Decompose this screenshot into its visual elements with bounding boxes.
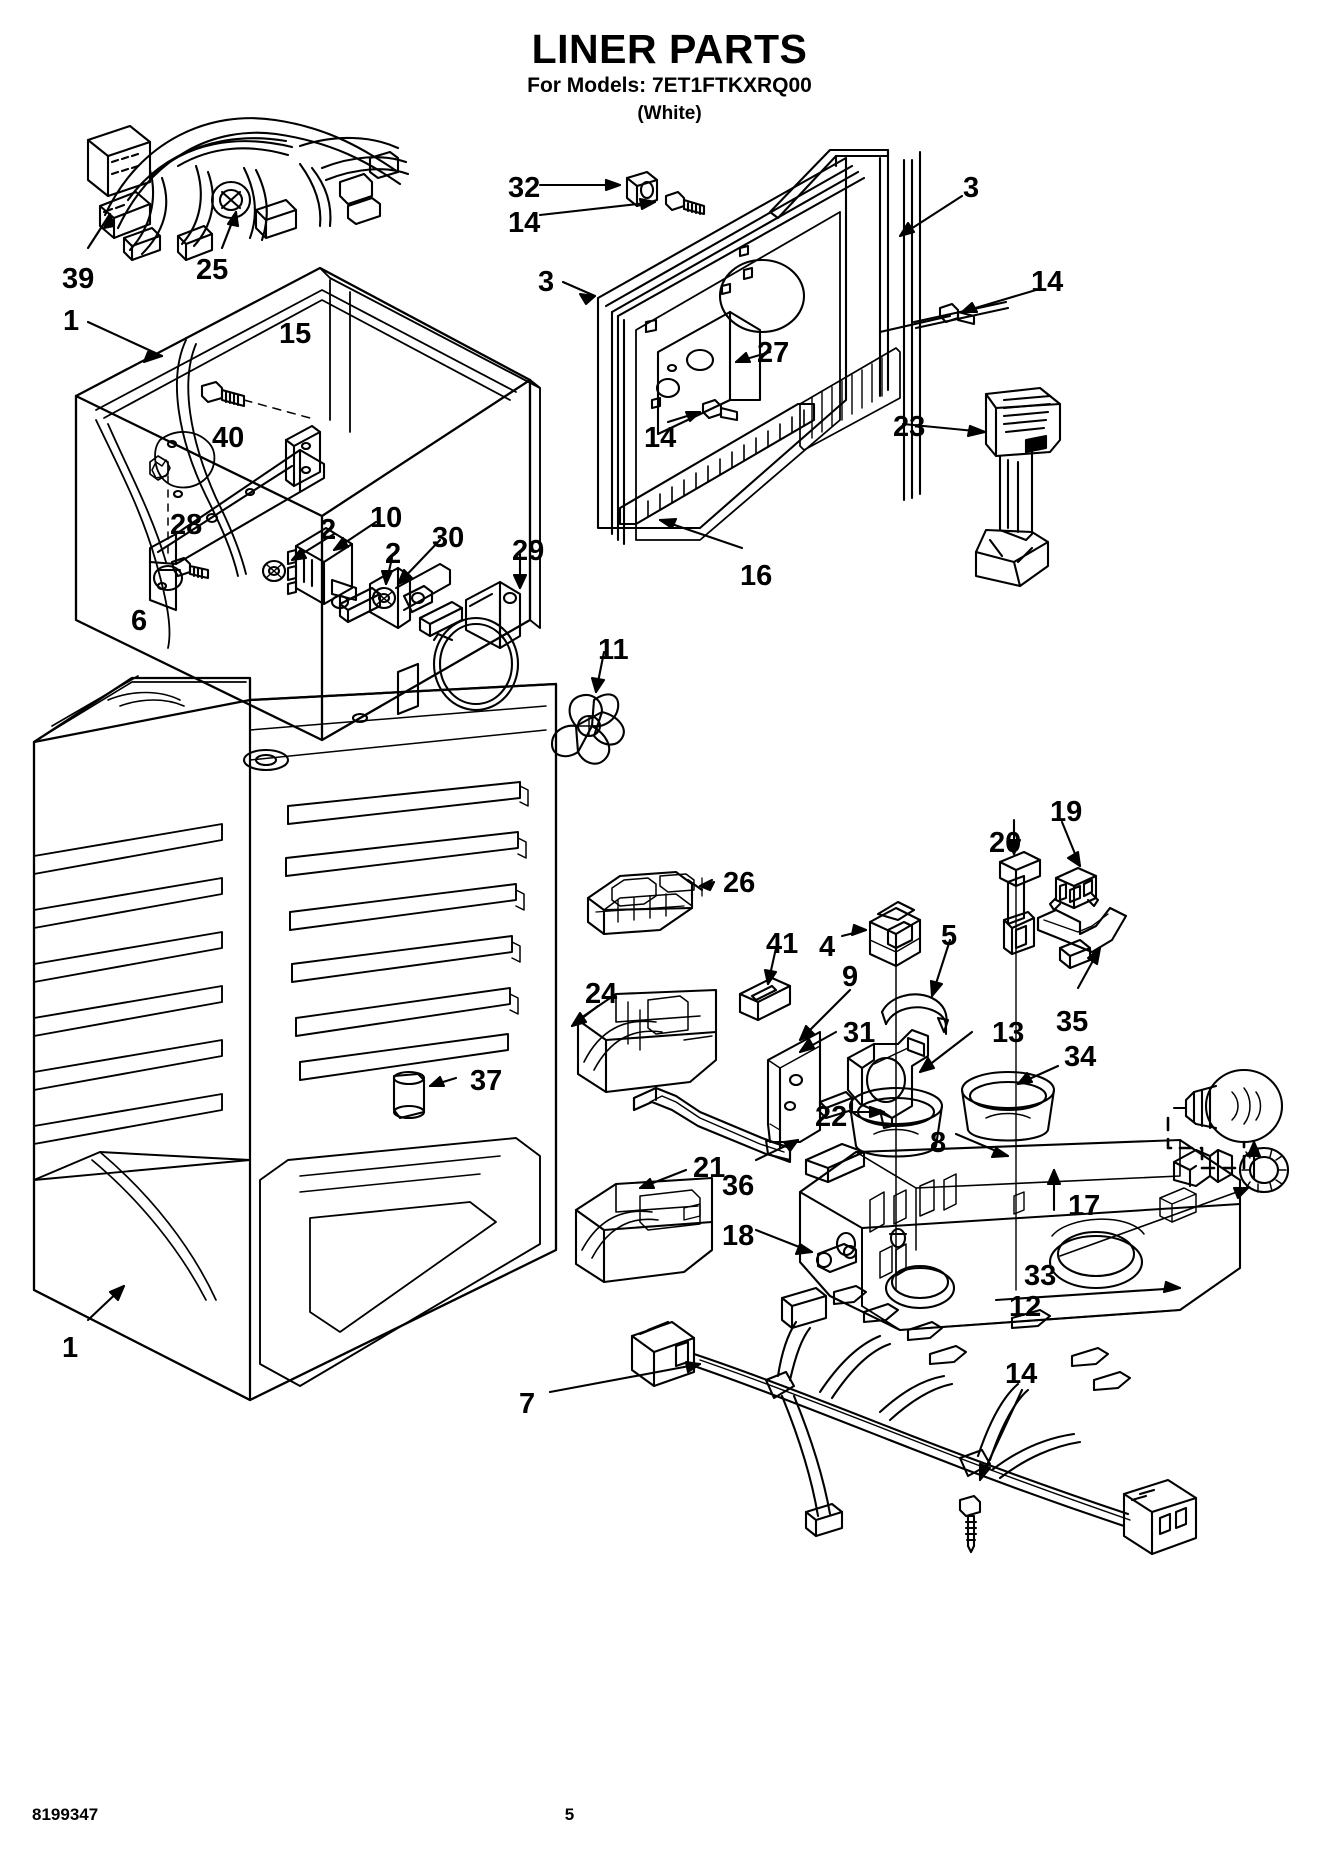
air-diffuser-23: [901, 386, 1062, 588]
spacer-and-screw-32-14: [538, 170, 706, 217]
page-title: LINER PARTS: [531, 26, 808, 72]
retainer-clip-5: [880, 938, 952, 1036]
air-duct-24: [570, 988, 718, 1094]
terminal-block-19: [1048, 820, 1100, 912]
callout-35: 35: [1056, 1006, 1089, 1038]
clip-41: [738, 946, 792, 1022]
callout-39: 39: [62, 263, 95, 295]
callout-21: 21: [693, 1152, 726, 1184]
control-and-fan-assembly: [261, 520, 625, 765]
pivot-shaft-20: [998, 818, 1042, 1291]
callout-30: 30: [432, 522, 465, 554]
callout-41: 41: [766, 928, 799, 960]
callout-3-left: 3: [538, 266, 555, 298]
damper-motor-4: [840, 900, 922, 1291]
color-variant: (White): [637, 103, 702, 124]
callout-1-top: 1: [63, 305, 80, 337]
wire-clip-9: [632, 988, 852, 1164]
callout-8: 8: [930, 1127, 947, 1159]
callout-7: 7: [519, 1388, 536, 1420]
lever-arm-35: [1036, 906, 1128, 990]
socket-cup-22: [848, 1086, 944, 1158]
air-duct-21: [574, 1168, 714, 1284]
liner-cabinet-upper: [74, 266, 541, 742]
callout-34: 34: [1064, 1041, 1097, 1073]
callout-37: 37: [470, 1065, 503, 1097]
rear-panel-assembly: [561, 148, 1038, 550]
callout-19: 19: [1050, 796, 1083, 828]
light-bulb-17: [1046, 1068, 1284, 1212]
wire-harness-bottom-7: [548, 1284, 1198, 1556]
callout-12: 12: [1009, 1291, 1042, 1323]
callout-4: 4: [819, 931, 836, 963]
grille-16: [618, 402, 816, 526]
document-number: 8199347: [32, 1805, 99, 1824]
callout-15: 15: [279, 318, 312, 350]
callout-13: 13: [992, 1017, 1025, 1049]
control-housing-12: [798, 1138, 1242, 1332]
callout-14-mid: 14: [644, 422, 677, 454]
socket-cup-34: [960, 1064, 1060, 1142]
callout-1-bottom: 1: [62, 1332, 79, 1364]
drain-tube-37: [392, 1070, 426, 1120]
vent-grille-right: [799, 347, 901, 451]
callout-40: 40: [212, 422, 245, 454]
callout-9: 9: [842, 961, 859, 993]
ice-tray-26: [586, 870, 716, 936]
callout-31: 31: [843, 1017, 876, 1049]
callout-16: 16: [740, 560, 773, 592]
callout-2-left: 2: [320, 514, 337, 546]
callout-36: 36: [722, 1170, 755, 1202]
callout-11: 11: [598, 634, 629, 666]
model-line: For Models: 7ET1FTKXRQ00: [527, 74, 812, 97]
liner-cabinet-lower: [32, 320, 558, 1402]
callout-18: 18: [722, 1220, 755, 1252]
insulation-panel-31: [766, 1030, 838, 1150]
callout-3-right: 3: [963, 172, 980, 204]
callout-29: 29: [512, 535, 545, 567]
callout-33: 33: [1024, 1260, 1057, 1292]
shelf-ribs-right: [285, 781, 521, 1081]
evaporator-fan-11: [550, 693, 625, 765]
callout-27: 27: [757, 337, 790, 369]
shelf-ribs-left: [33, 823, 223, 1145]
callout-6: 6: [131, 605, 148, 637]
callout-5: 5: [941, 920, 958, 952]
callout-24: 24: [585, 978, 618, 1010]
callout-17: 17: [1068, 1190, 1101, 1222]
callout-14-bottom: 14: [1005, 1358, 1038, 1390]
callout-14-right: 14: [1031, 266, 1064, 298]
callout-20: 20: [989, 827, 1022, 859]
gasket-pad-36: [754, 1138, 866, 1184]
callout-26: 26: [723, 867, 756, 899]
callout-14-top: 14: [508, 207, 541, 239]
callout-10: 10: [370, 502, 403, 534]
callout-23: 23: [893, 411, 926, 443]
callout-25: 25: [196, 254, 229, 286]
page-number: 5: [564, 1805, 575, 1824]
callout-32: 32: [508, 172, 541, 204]
light-switch-8: [954, 1132, 1234, 1188]
fuse-18: [754, 1228, 858, 1274]
callout-22: 22: [815, 1101, 848, 1133]
callout-28: 28: [170, 509, 203, 541]
screw-14-bottom: [958, 1388, 1024, 1554]
callout-2-right: 2: [385, 538, 402, 570]
wire-harness-top-left: [86, 117, 410, 262]
